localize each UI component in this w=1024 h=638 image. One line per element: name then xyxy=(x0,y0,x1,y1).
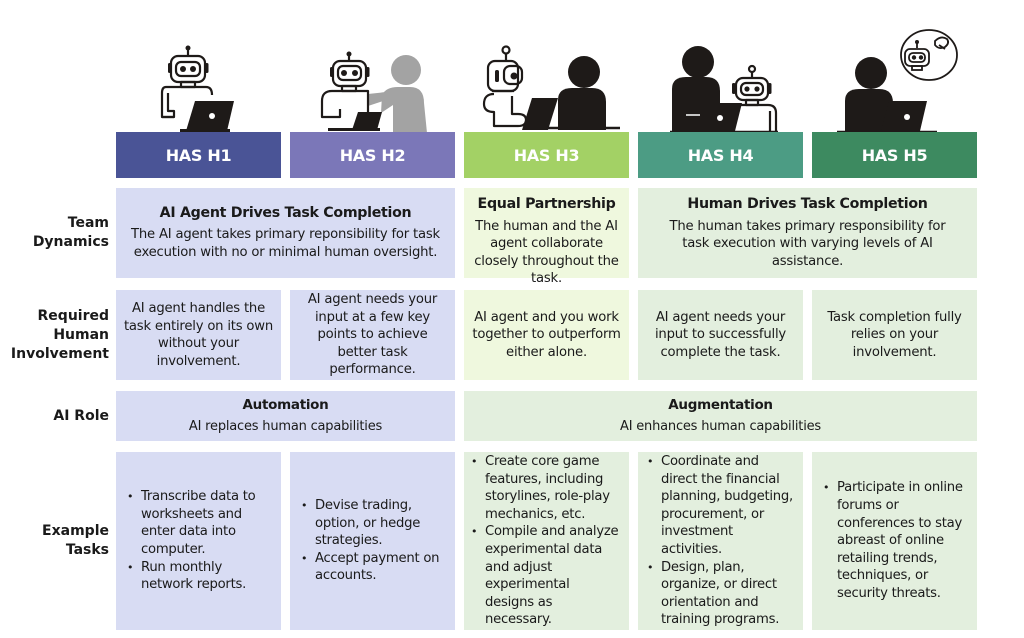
task-list: Coordinate and direct the financial plan… xyxy=(646,453,795,629)
involvement-h1: AI agent handles the task entirely on it… xyxy=(116,290,281,380)
example-tasks-h1: Transcribe data to worksheets and enter … xyxy=(116,452,281,630)
cell-text: The human takes primary responsibility f… xyxy=(669,218,946,269)
task-item: Design, plan, organize, or direct orient… xyxy=(646,559,795,629)
task-list: Create core game features, including sto… xyxy=(470,453,621,629)
task-item: Run monthly network reports. xyxy=(126,559,273,594)
task-item: Accept payment on accounts. xyxy=(300,550,447,585)
row-label-ai-role: AI Role xyxy=(53,407,109,424)
robot-with-human-icon xyxy=(320,51,427,133)
cell-title: Equal Partnership xyxy=(477,196,616,212)
involvement-h4: AI agent needs your input to successfull… xyxy=(638,290,803,380)
human-with-robot-helper-icon xyxy=(670,46,778,133)
task-list: Transcribe data to worksheets and enter … xyxy=(126,488,273,594)
column-header-h2: HAS H2 xyxy=(290,132,455,178)
example-tasks-h2: Devise trading, option, or hedge strateg… xyxy=(290,452,455,630)
cell-title: Human Drives Task Completion xyxy=(687,196,928,212)
task-item: Transcribe data to worksheets and enter … xyxy=(126,488,273,558)
robot-alone-laptop-icon xyxy=(160,45,234,132)
involvement-h3: AI agent and you work together to outper… xyxy=(464,290,629,380)
column-header-h3: HAS H3 xyxy=(464,132,629,178)
example-tasks-h4: Coordinate and direct the financial plan… xyxy=(638,452,803,630)
column-header-h1: HAS H1 xyxy=(116,132,281,178)
task-item: Devise trading, option, or hedge strateg… xyxy=(300,497,447,550)
task-list: Devise trading, option, or hedge strateg… xyxy=(300,497,447,585)
human-thinking-of-robot-icon xyxy=(837,29,958,133)
team-dynamics-human-drives: Human Drives Task Completion The human t… xyxy=(638,188,977,278)
robot-and-human-partners-icon xyxy=(482,45,620,130)
involvement-h2: AI agent needs your input at a few key p… xyxy=(290,290,455,380)
cell-title: Augmentation xyxy=(668,397,773,413)
column-header-h5: HAS H5 xyxy=(812,132,977,178)
task-item: Create core game features, including sto… xyxy=(470,453,621,523)
cell-text: The AI agent takes primary reponsibility… xyxy=(131,227,440,260)
cell-text: AI replaces human capabilities xyxy=(188,418,383,434)
example-tasks-h3: Create core game features, including sto… xyxy=(464,452,629,630)
involvement-h5: Task completion fully relies on your inv… xyxy=(812,290,977,380)
task-item: Participate in online forums or conferen… xyxy=(822,479,969,602)
task-item: Compile and analyze experimental data an… xyxy=(470,523,621,629)
cell-text: The human and the AI agent collaborate c… xyxy=(474,218,619,287)
task-item: Coordinate and direct the financial plan… xyxy=(646,453,795,559)
ai-role-automation: Automation AI replaces human capabilitie… xyxy=(116,391,455,441)
cell-title: AI Agent Drives Task Completion xyxy=(159,204,412,221)
cell-text: AI enhances human capabilities xyxy=(620,418,821,434)
column-header-h4: HAS H4 xyxy=(638,132,803,178)
cell-title: Automation xyxy=(242,397,329,413)
task-list: Participate in online forums or conferen… xyxy=(822,479,969,602)
team-dynamics-ai-drives: AI Agent Drives Task Completion The AI a… xyxy=(116,188,455,278)
ai-role-augmentation: Augmentation AI enhances human capabilit… xyxy=(464,391,977,441)
team-dynamics-equal-partnership: Equal Partnership The human and the AI a… xyxy=(464,188,629,286)
example-tasks-h5: Participate in online forums or conferen… xyxy=(812,452,977,630)
